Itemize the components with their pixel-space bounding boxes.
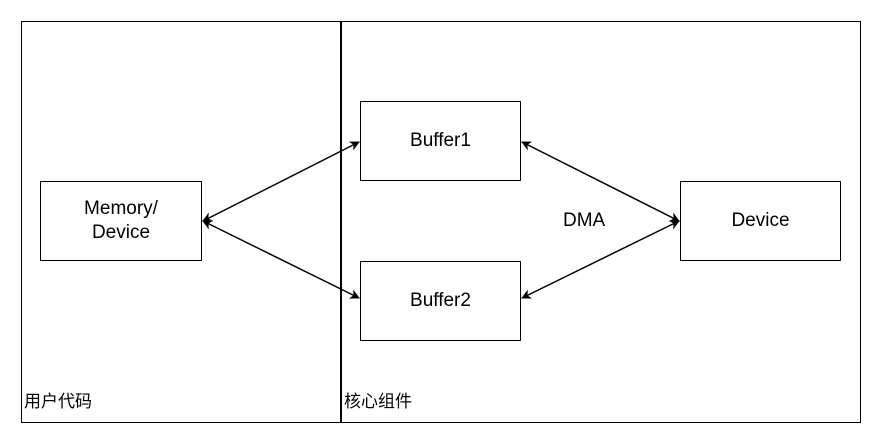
outer-frame: [21, 21, 861, 423]
node-buffer1: Buffer1: [360, 101, 521, 181]
region-label-user-code: 用户代码: [24, 392, 92, 412]
node-memory-device: Memory/ Device: [40, 181, 202, 261]
node-memory-label-line2: Device: [91, 222, 151, 243]
node-device: Device: [680, 181, 841, 261]
node-device-label: Device: [731, 210, 790, 231]
region-label-core-component: 核心组件: [344, 392, 412, 412]
arrow-memory-buffer1: [202, 141, 360, 222]
arrow-buffer2-device: [521, 220, 680, 299]
arrow-memory-buffer2: [202, 220, 360, 299]
node-memory-label-line1: Memory/: [84, 198, 158, 219]
node-buffer2-label: Buffer2: [410, 290, 471, 311]
arrow-buffer1-device: [521, 141, 680, 222]
edge-label-dma: DMA: [563, 210, 606, 231]
node-buffer2: Buffer2: [360, 261, 521, 341]
node-buffer1-label: Buffer1: [410, 130, 471, 151]
